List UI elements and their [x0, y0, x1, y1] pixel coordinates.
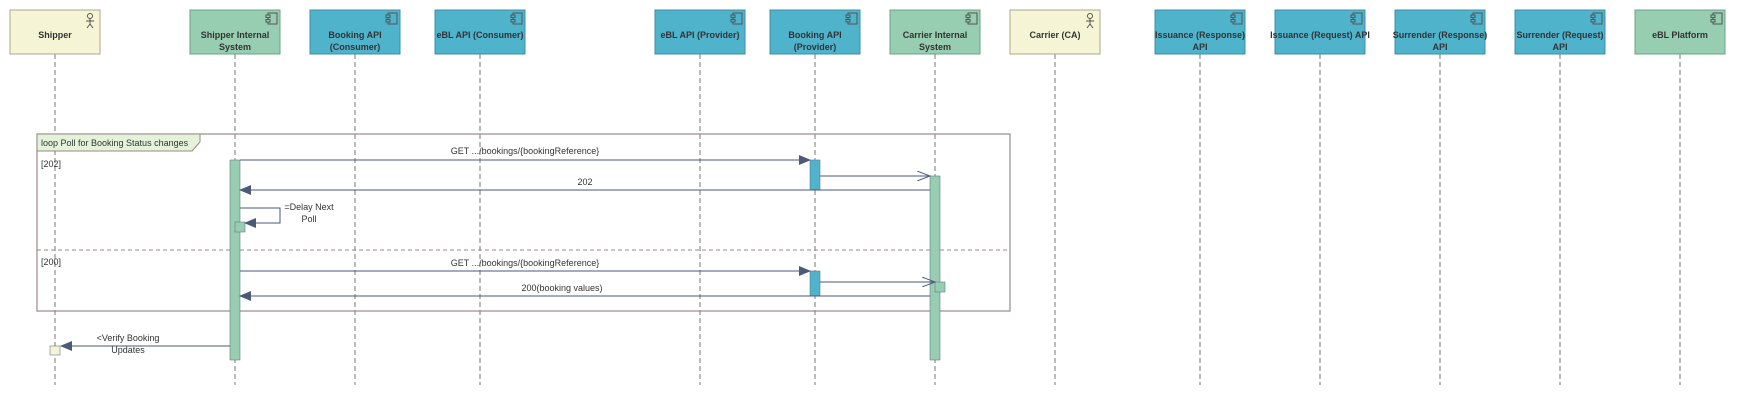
participant-label: Booking API(Consumer)	[328, 30, 381, 52]
component-icon	[730, 12, 743, 25]
message-label: GET .../bookings/{bookingReference}	[451, 146, 599, 156]
participant-box	[1274, 9, 1366, 55]
participant-label: Surrender (Response)API	[1393, 30, 1488, 52]
activation-carrier-internal	[929, 175, 941, 361]
participant-label: Carrier (CA)	[1029, 30, 1080, 40]
component-icon	[265, 12, 278, 25]
participant-box	[189, 9, 281, 55]
component-icon	[1710, 12, 1723, 25]
fragment-frame	[36, 133, 1011, 312]
component-icon	[510, 12, 523, 25]
activation-booking-provider-2	[809, 270, 821, 297]
participant-box	[9, 9, 101, 55]
message-response-200[interactable]: 200(booking values)	[239, 283, 930, 301]
participant-issuance_response[interactable]: Issuance (Response)API	[1154, 9, 1246, 55]
component-icon	[965, 12, 978, 25]
component-icon	[385, 12, 398, 25]
message-response-202[interactable]: 202	[239, 177, 930, 195]
participant-label: eBL API (Provider)	[660, 30, 739, 40]
participant-box	[889, 9, 981, 55]
guard-condition: [202]	[41, 159, 61, 169]
participant-box	[769, 9, 861, 55]
participant-box	[1634, 9, 1726, 55]
activation-booking-provider-1	[809, 159, 821, 191]
participant-label: eBL Platform	[1652, 30, 1708, 40]
fragment-tab	[36, 133, 201, 152]
message-label: 202	[577, 177, 592, 187]
guard-condition: [200]	[41, 257, 61, 267]
participant-label: Surrender (Request)API	[1516, 30, 1603, 52]
participant-label: Issuance (Response)API	[1155, 30, 1245, 52]
participant-box	[309, 9, 401, 55]
actor-icon	[86, 13, 94, 29]
component-icon	[1350, 12, 1363, 25]
participant-surrender_request[interactable]: Surrender (Request)API	[1514, 9, 1606, 55]
message-label: GET .../bookings/{bookingReference}	[451, 258, 599, 268]
participant-label: Issuance (Request) API	[1270, 30, 1370, 40]
participant-carrier[interactable]: Carrier (CA)	[1009, 9, 1101, 55]
participant-label: Booking API(Provider)	[788, 30, 841, 52]
component-icon	[1230, 12, 1243, 25]
self-message-arrow	[240, 207, 281, 228]
participant-shipper[interactable]: Shipper	[9, 9, 101, 55]
participant-ebl_platform[interactable]: eBL Platform	[1634, 9, 1726, 55]
loop-fragment: loop Poll for Booking Status changes [202…	[36, 133, 1011, 312]
actor-icon	[1086, 13, 1094, 29]
activation-shipper-internal	[229, 159, 241, 361]
participant-surrender_response[interactable]: Surrender (Response)API	[1393, 9, 1488, 55]
participant-ebl_api_consumer[interactable]: eBL API (Consumer)	[434, 9, 526, 55]
fragment-label: loop Poll for Booking Status changes	[41, 138, 189, 148]
participant-box	[434, 9, 526, 55]
participant-box	[1514, 9, 1606, 55]
participant-booking_api_provider[interactable]: Booking API(Provider)	[769, 9, 861, 55]
component-icon	[1590, 12, 1603, 25]
participant-box	[1154, 9, 1246, 55]
participant-booking_api_consumer[interactable]: Booking API(Consumer)	[309, 9, 401, 55]
activation-carrier-return	[934, 281, 946, 293]
message-label: 200(booking values)	[521, 283, 602, 293]
participant-label: Shipper	[38, 30, 72, 40]
message-get-bookings-1[interactable]: GET .../bookings/{bookingReference}	[240, 146, 811, 165]
activation-delay	[234, 221, 246, 233]
activation-shipper	[49, 345, 61, 356]
participant-issuance_request[interactable]: Issuance (Request) API	[1270, 9, 1370, 55]
component-icon	[1470, 12, 1483, 25]
participant-box	[654, 9, 746, 55]
component-icon	[845, 12, 858, 25]
participant-box	[1009, 9, 1101, 55]
participant-ebl_api_provider[interactable]: eBL API (Provider)	[654, 9, 746, 55]
message-get-bookings-2[interactable]: GET .../bookings/{bookingReference}	[240, 258, 811, 276]
participant-box	[1394, 9, 1486, 55]
participant-label: eBL API (Consumer)	[436, 30, 523, 40]
